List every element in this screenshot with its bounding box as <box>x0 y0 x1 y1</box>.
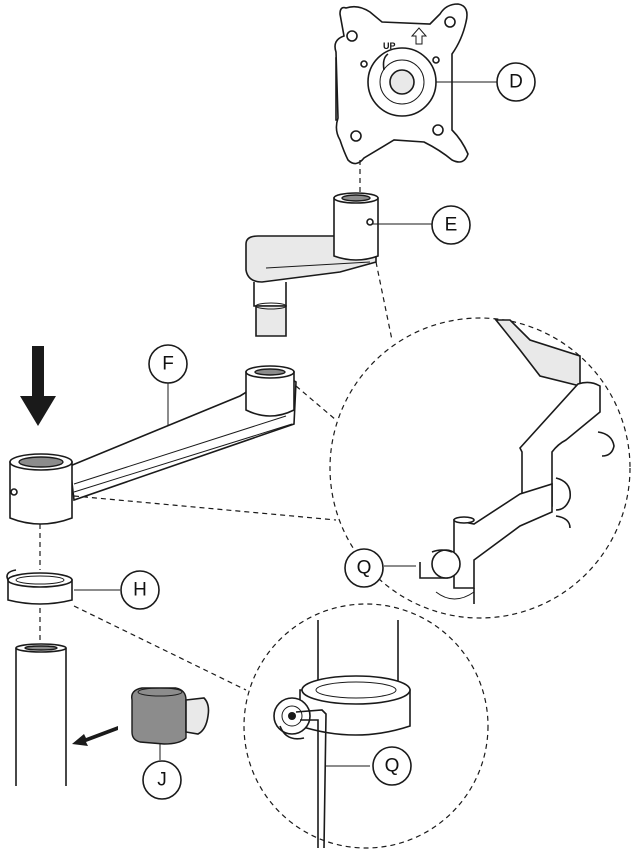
rotate-arrow-icon <box>597 431 615 457</box>
up-arrow-icon <box>410 27 428 45</box>
detail-view-arm <box>329 317 631 619</box>
upper-arm-part <box>245 192 379 337</box>
rotate-arrow-icon <box>555 515 571 529</box>
callout-e-label: E <box>445 215 458 236</box>
callout-j-label: J <box>157 770 167 791</box>
callout-q-upper-label: Q <box>357 558 372 579</box>
detail-view-collar <box>243 603 489 849</box>
cable-clip-part <box>131 687 210 745</box>
callout-f-label: F <box>162 354 174 375</box>
callout-h-label: H <box>133 580 147 601</box>
down-arrow-icon <box>20 346 56 426</box>
callout-f: F <box>148 344 188 384</box>
rotate-arrow-icon <box>279 725 305 740</box>
callout-e: E <box>431 205 471 245</box>
connector-e-detail <box>375 261 393 341</box>
callout-q-upper: Q <box>344 548 384 588</box>
rotate-arrow-icon <box>431 549 453 553</box>
collar-part <box>6 569 73 605</box>
callout-j: J <box>142 760 182 800</box>
vesa-plate: UP <box>334 3 469 165</box>
connector-arm-detail <box>73 495 337 521</box>
callout-h: H <box>120 570 160 610</box>
callout-d: D <box>496 62 536 102</box>
lower-arm-part <box>9 365 297 525</box>
callout-q-lower: Q <box>372 746 412 786</box>
callout-d-label: D <box>509 72 523 93</box>
plate-up-label: UP <box>383 41 396 51</box>
connector-f-detail <box>295 385 337 421</box>
pole-part <box>15 643 67 786</box>
left-arrow-icon <box>72 726 118 746</box>
callout-q-lower-label: Q <box>385 756 400 777</box>
rotate-arrow-icon <box>555 477 572 511</box>
connector-collar-detail <box>73 605 247 691</box>
